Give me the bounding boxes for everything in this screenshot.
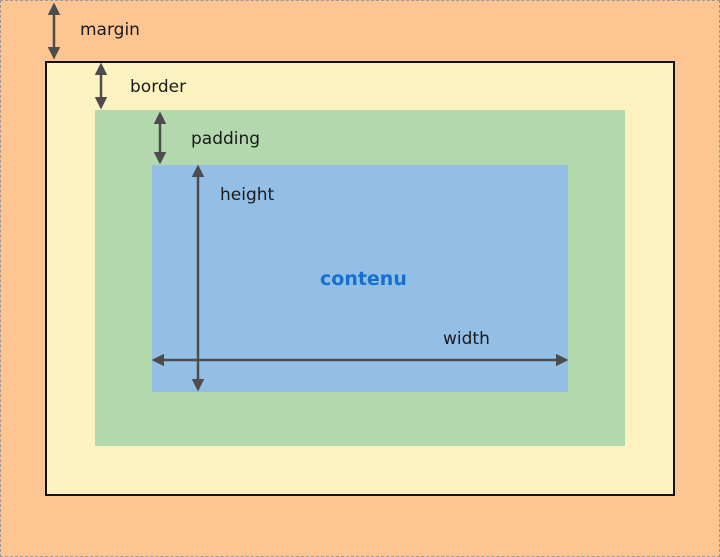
border-label: border	[130, 77, 187, 97]
width-label: width	[443, 329, 490, 349]
margin-label: margin	[80, 20, 140, 40]
content-label: contenu	[320, 268, 407, 290]
height-label: height	[220, 185, 275, 205]
padding-label: padding	[191, 129, 261, 149]
